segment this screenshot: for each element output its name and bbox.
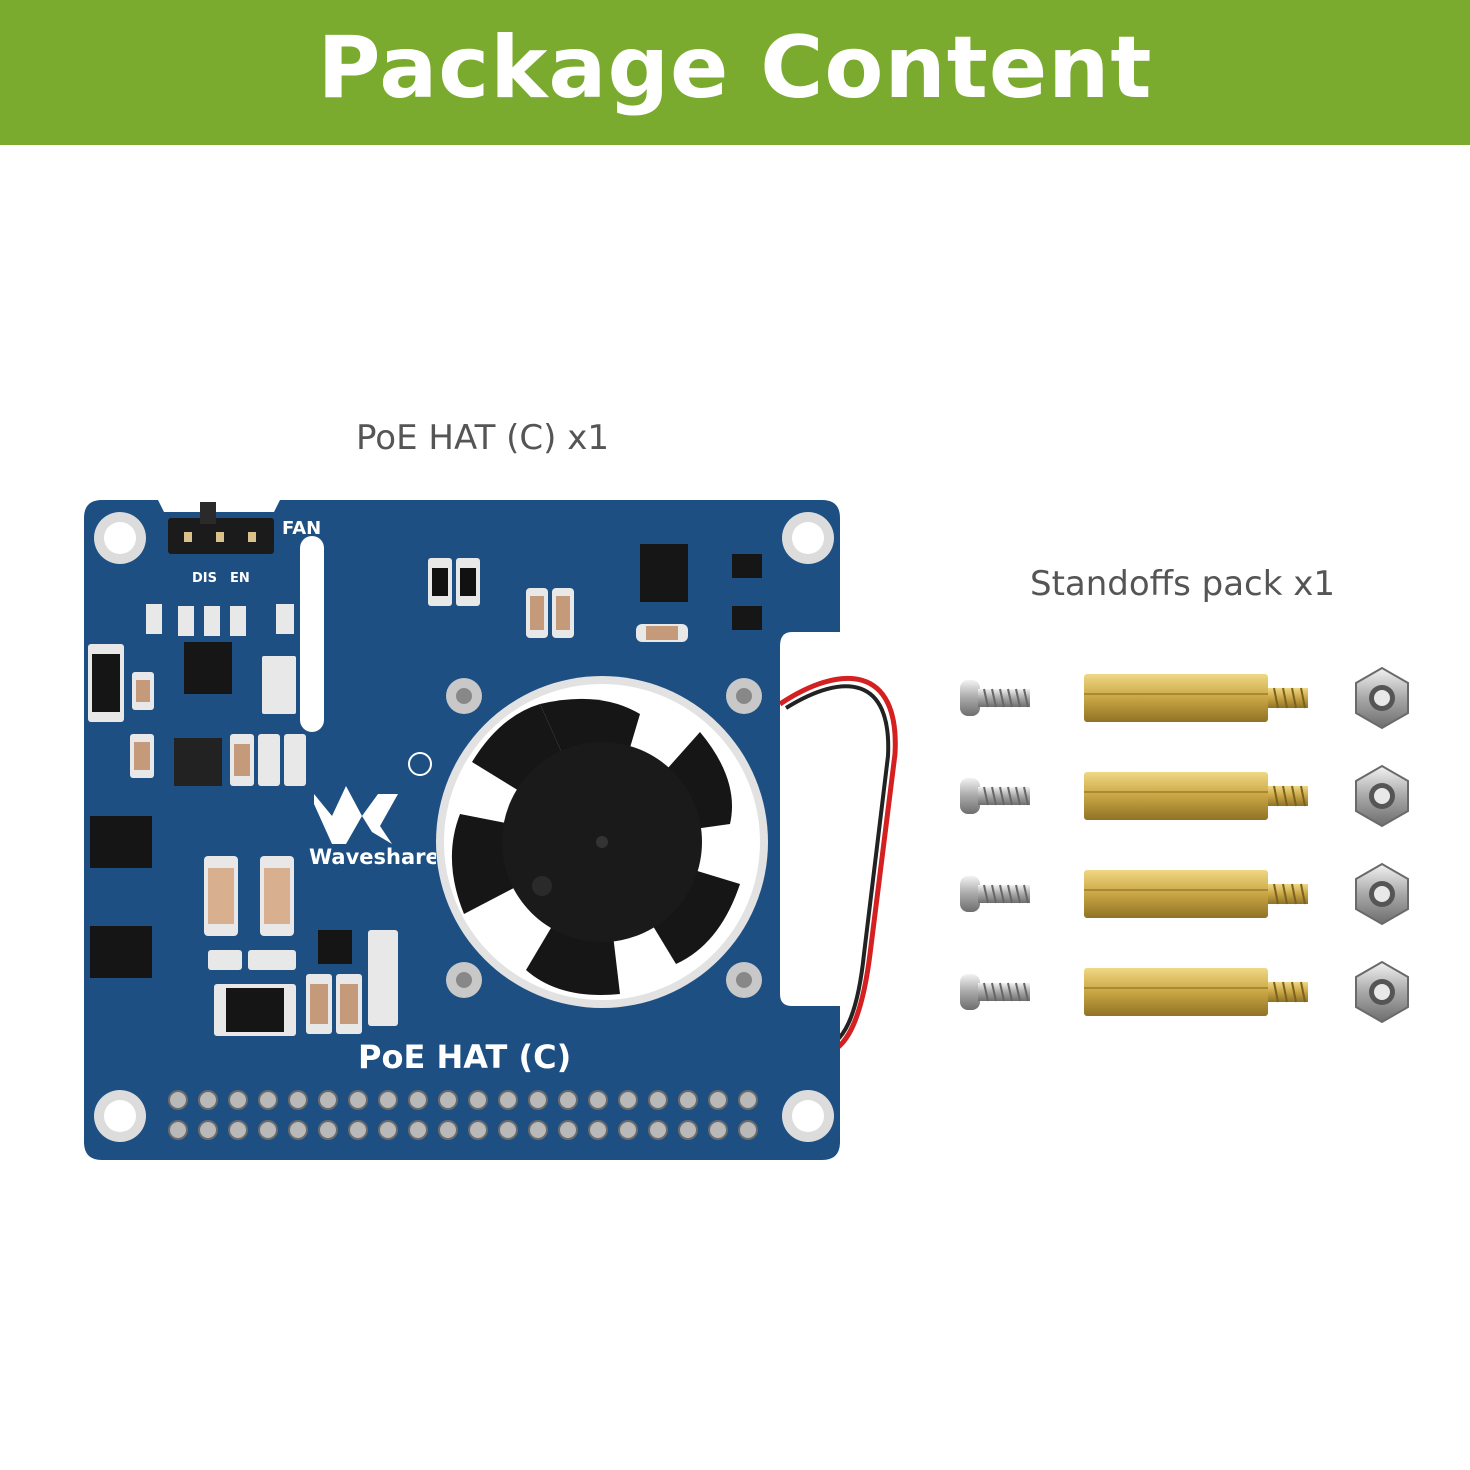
gpio-pad [468, 1090, 488, 1110]
screw-icon [960, 778, 1030, 814]
gpio-pad [648, 1090, 668, 1110]
gpio-pad [738, 1090, 758, 1110]
cooling-fan-icon [436, 674, 770, 1008]
gpio-pad [288, 1120, 308, 1140]
gpio-pad [168, 1090, 188, 1110]
mounting-hole [782, 1090, 834, 1142]
gpio-pad [558, 1120, 578, 1140]
hardware-row [960, 960, 1409, 1024]
gpio-pad [408, 1120, 428, 1140]
gpio-pad [588, 1090, 608, 1110]
gpio-pad [738, 1120, 758, 1140]
hex-nut-icon [1355, 666, 1409, 730]
screw-icon [960, 680, 1030, 716]
gpio-pad [618, 1120, 638, 1140]
gpio-pad [558, 1090, 578, 1110]
gpio-pad [408, 1090, 428, 1110]
switch-position-en: EN [230, 571, 250, 586]
standoffs-caption: Standoffs pack x1 [1030, 564, 1335, 604]
brand-silkscreen: Waveshare [309, 845, 440, 869]
hardware-row [960, 862, 1409, 926]
gpio-pad [438, 1120, 458, 1140]
gpio-pad [528, 1120, 548, 1140]
gpio-pad [708, 1090, 728, 1110]
gpio-pad [708, 1120, 728, 1140]
gpio-pad [318, 1090, 338, 1110]
switch-position-dis: DIS [192, 571, 217, 586]
gpio-pad [198, 1120, 218, 1140]
gpio-pad [228, 1090, 248, 1110]
hardware-row [960, 764, 1409, 828]
hex-nut-icon [1355, 960, 1409, 1024]
mounting-hole [94, 512, 146, 564]
gpio-pad [348, 1090, 368, 1110]
mounting-hole [782, 512, 834, 564]
gpio-pad [618, 1090, 638, 1110]
gpio-pad [468, 1120, 488, 1140]
gpio-pad [258, 1090, 278, 1110]
hex-nut-icon [1355, 862, 1409, 926]
screw-icon [960, 974, 1030, 1010]
poe-hat-board: FAN DIS EN [84, 500, 898, 1160]
gpio-pad [648, 1120, 668, 1140]
gpio-pad [258, 1120, 278, 1140]
hex-nut-icon [1355, 764, 1409, 828]
gpio-pad [498, 1120, 518, 1140]
gpio-pad [588, 1120, 608, 1140]
fan-switch [168, 502, 274, 554]
gpio-pad [378, 1120, 398, 1140]
gpio-pad [498, 1090, 518, 1110]
mounting-hole [94, 1090, 146, 1142]
gpio-pad [318, 1120, 338, 1140]
page-title: Package Content [317, 17, 1153, 118]
gpio-pad [168, 1120, 188, 1140]
standoffs-pack [960, 666, 1409, 1024]
pcb-slot [300, 536, 324, 732]
gpio-pad [198, 1090, 218, 1110]
gpio-header [168, 1090, 758, 1140]
gpio-pad [528, 1090, 548, 1110]
gpio-pad [378, 1090, 398, 1110]
model-silkscreen: PoE HAT (C) [358, 1038, 571, 1076]
gpio-pad [678, 1120, 698, 1140]
gpio-pad [228, 1120, 248, 1140]
brass-standoff-icon [1084, 772, 1308, 820]
waveshare-logo-icon [314, 752, 432, 844]
poe-hat-caption: PoE HAT (C) x1 [356, 418, 609, 458]
brass-standoff-icon [1084, 870, 1308, 918]
fan-switch-label: FAN [282, 518, 321, 539]
gpio-pad [288, 1090, 308, 1110]
smd-components [88, 544, 762, 1036]
gpio-pad [348, 1120, 368, 1140]
gpio-pad [438, 1090, 458, 1110]
screw-icon [960, 876, 1030, 912]
header-banner: Package Content [0, 0, 1470, 145]
brass-standoff-icon [1084, 968, 1308, 1016]
gpio-pad [678, 1090, 698, 1110]
brass-standoff-icon [1084, 674, 1308, 722]
hardware-row [960, 666, 1409, 730]
